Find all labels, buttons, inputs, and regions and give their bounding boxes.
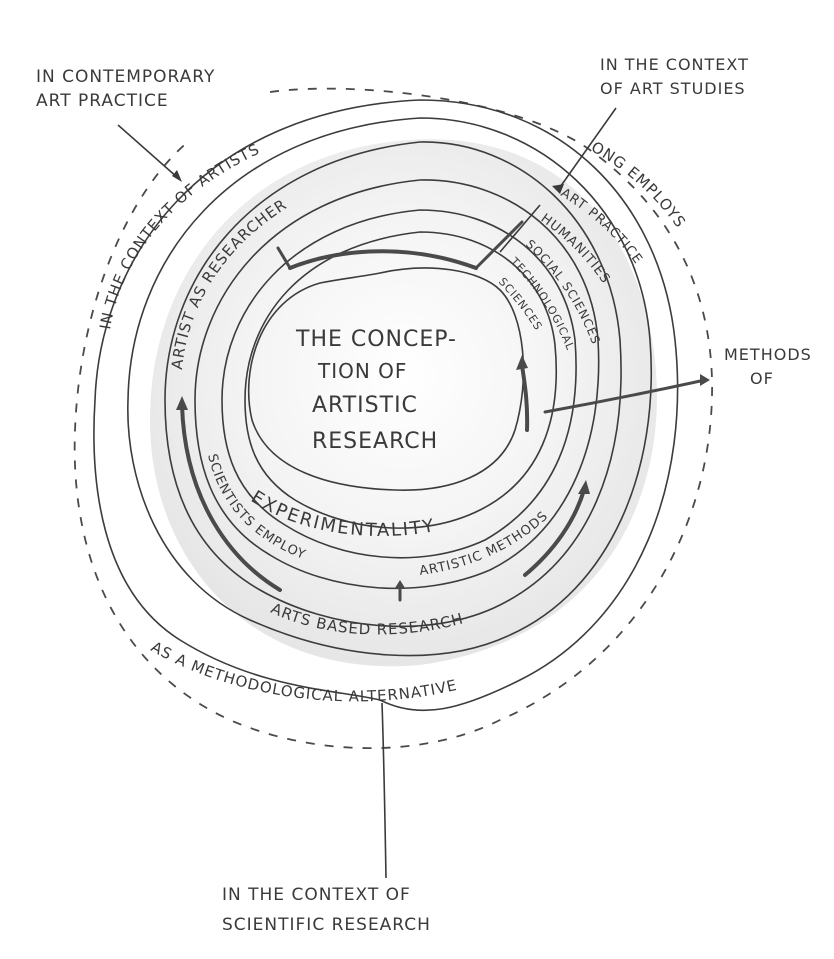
- ring-artist-as-researcher: [194, 179, 600, 590]
- label-contemporary-2: ART PRACTICE: [36, 91, 169, 111]
- outer-dashed-boundary: [73, 87, 713, 750]
- label-art-studies-2: OF ART STUDIES: [600, 79, 746, 98]
- arrow-head-small-icon: [395, 580, 405, 588]
- center-line-1: THE CONCEP-: [295, 327, 457, 352]
- methods-of-pointer: [543, 378, 707, 414]
- divider-upper: [474, 220, 524, 270]
- arrow-arc-inner: [520, 363, 530, 432]
- methods-arrow-icon: [700, 374, 710, 386]
- arrow-arc-right: [523, 488, 586, 577]
- ring-context-of-artists: [127, 117, 653, 657]
- arrow-head-right-icon: [578, 480, 590, 494]
- center-line-4: RESEARCH: [312, 429, 438, 454]
- label-methods-of-2: OF: [750, 369, 774, 388]
- pointer-contemporary-arrow-icon: [172, 170, 182, 182]
- divider-upper-2: [499, 204, 541, 253]
- pointer-art-studies: [557, 107, 617, 191]
- ring-arts-based-research: [164, 141, 622, 628]
- center-core: [247, 267, 525, 491]
- center-line-2: TION OF: [317, 359, 407, 383]
- tick-artist-researcher: [276, 246, 292, 270]
- center-line-3: ARTISTIC: [312, 393, 418, 418]
- label-methods-of-1: METHODS: [724, 345, 812, 364]
- arrow-head-left-icon: [176, 396, 188, 410]
- arrow-arc-left: [180, 403, 282, 592]
- pointer-scientific-research: [381, 702, 387, 879]
- label-scientific-1: IN THE CONTEXT OF: [222, 885, 411, 905]
- arrow-head-inner-icon: [516, 355, 528, 370]
- label-contemporary-1: IN CONTEMPORARY: [36, 67, 215, 87]
- arc-artist-researcher: [288, 249, 478, 270]
- pointer-contemporary: [117, 124, 179, 179]
- ring-experimentality: [221, 209, 577, 559]
- label-scientific-2: SCIENTIFIC RESEARCH: [222, 915, 431, 935]
- label-art-studies-1: IN THE CONTEXT: [600, 55, 749, 74]
- pointer-art-studies-arrow-icon: [552, 184, 564, 194]
- ring-methodological-alternative: [93, 99, 679, 712]
- ring-inner-band: [244, 231, 558, 529]
